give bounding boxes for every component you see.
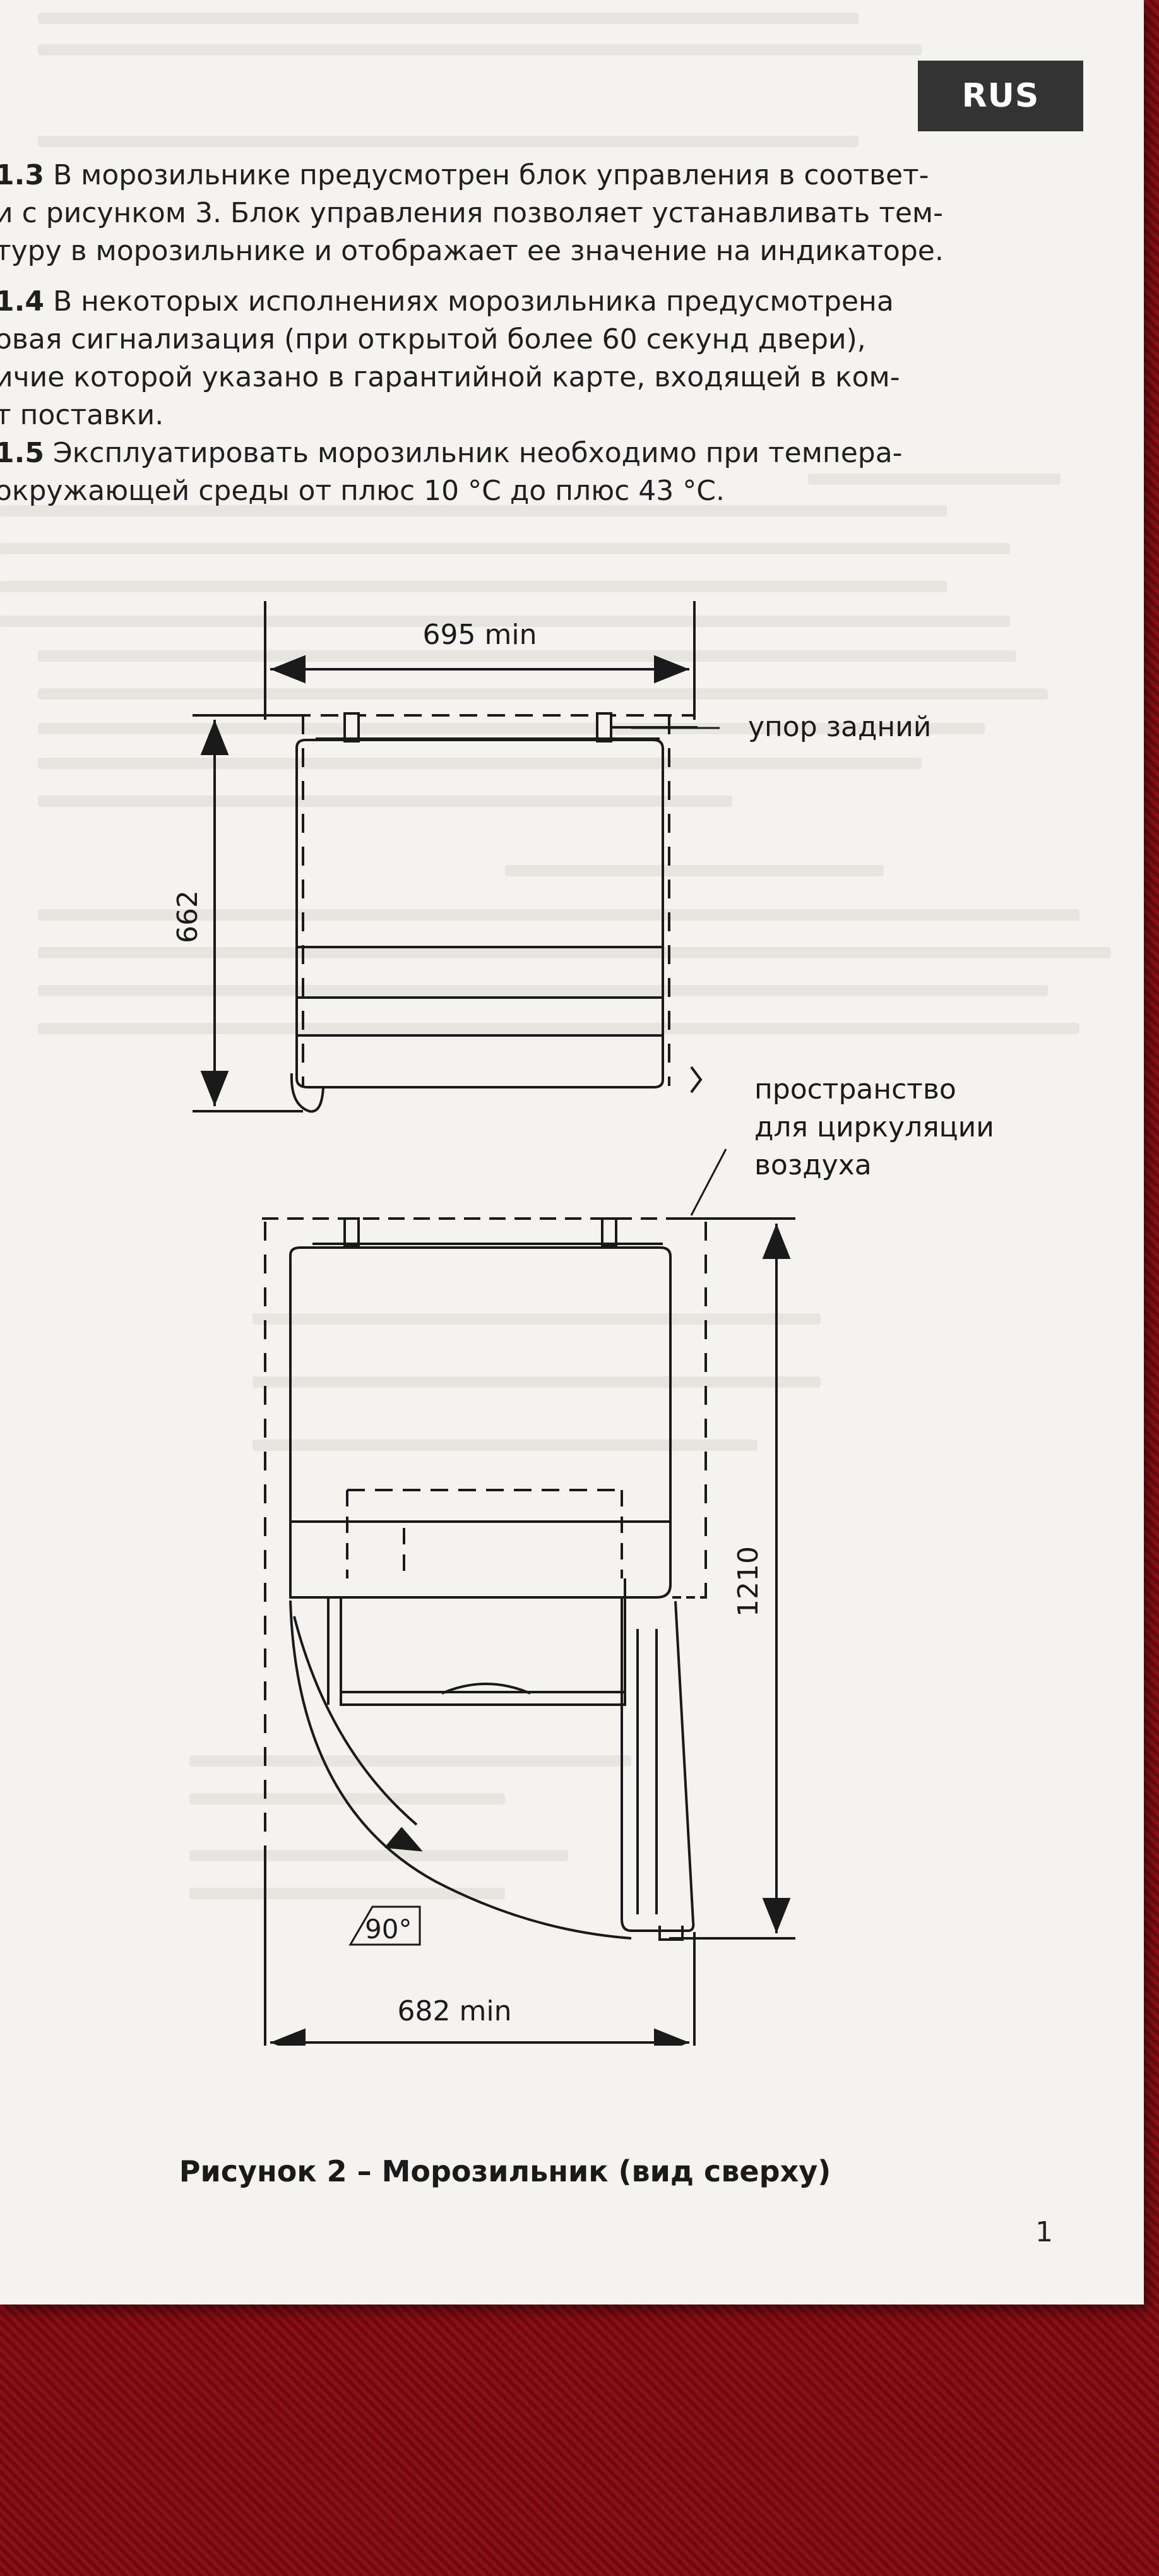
paragraph-1-4: 1.4 В некоторых исполнениях морозильника… — [0, 283, 900, 434]
text-line: В некоторых исполнениях морозильника пре… — [52, 285, 894, 318]
figure-caption: Рисунок 2 – Морозильник (вид сверху) — [179, 2154, 831, 2188]
paragraph-1-3: 1.3 В морозильнике предусмотрен блок упр… — [0, 157, 944, 270]
label-air-space-line-3: воздуха — [754, 1149, 872, 1181]
text-line: ичие которой указано в гарантийной карте… — [0, 361, 900, 393]
text-line: Эксплуатировать морозильник необходимо п… — [52, 437, 903, 469]
dim-label-662: 662 — [172, 890, 204, 943]
text-line: и с рисунком 3. Блок управления позволяе… — [0, 197, 943, 229]
dimension-width-top — [264, 601, 696, 720]
clause-number: 1.5 — [0, 437, 44, 469]
language-badge: RUS — [918, 61, 1083, 131]
angle-label: 90° — [365, 1914, 412, 1945]
label-air-space-line-2: для циркуляции — [754, 1111, 994, 1143]
text-line: окружающей среды от плюс 10 °С до плюс 4… — [0, 475, 725, 507]
document-page: RUS 1.3 В морозильнике предусмотрен блок… — [0, 0, 1144, 2305]
dim-label-1210: 1210 — [732, 1546, 764, 1617]
dimension-depth-top — [193, 714, 303, 1112]
freezer-dimension-diagram: 695 min 662 упор задний пространство для… — [172, 601, 994, 2046]
text-line: овая сигнализация (при открытой более 60… — [0, 323, 866, 355]
label-rear-stop: упор задний — [748, 711, 931, 743]
text-line: В морозильнике предусмотрен блок управле… — [52, 159, 929, 191]
dim-label-682: 682 min — [398, 1995, 512, 2027]
text-line: т поставки. — [0, 399, 164, 431]
paragraph-1-5: 1.5 Эксплуатировать морозильник необходи… — [0, 434, 903, 510]
dimension-depth-open — [669, 1217, 795, 1940]
text-line: туру в морозильнике и отображает ее знач… — [0, 235, 944, 267]
dim-label-695: 695 min — [423, 619, 537, 651]
label-air-space-line-1: пространство — [754, 1073, 956, 1106]
clause-number: 1.3 — [0, 159, 44, 191]
dimension-width-bottom — [264, 1856, 696, 2046]
page-number: 1 — [1035, 2216, 1053, 2248]
clause-number: 1.4 — [0, 285, 44, 318]
